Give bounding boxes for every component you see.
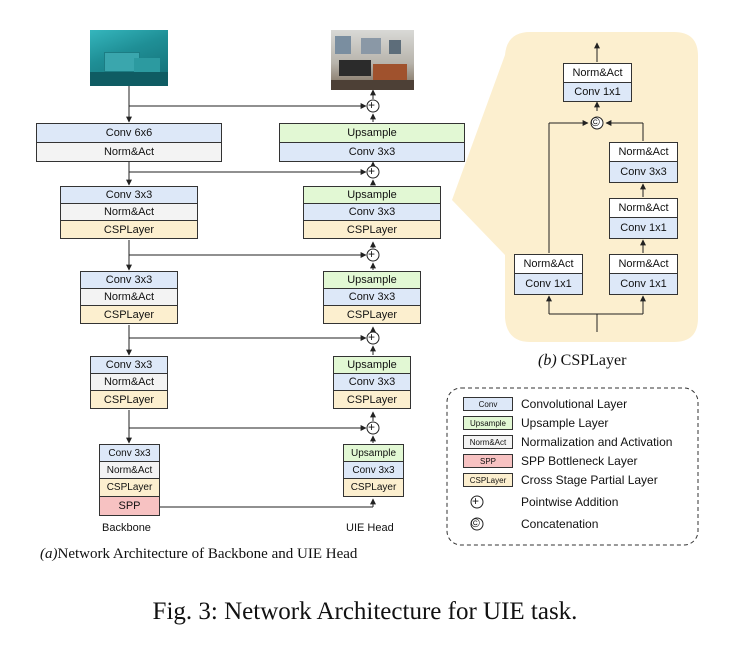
backbone-conv3x3: Conv 3x3 [90, 356, 168, 374]
plus-symbol: + [368, 420, 376, 434]
head-csplayer: CSPLayer [323, 305, 421, 324]
head-upsample: Upsample [279, 123, 465, 143]
plus-symbol: + [368, 164, 376, 178]
uie-head-label: UIE Head [346, 522, 394, 534]
caption-a-text: Network Architecture of Backbone and UIE… [57, 546, 358, 562]
legend-box [446, 387, 699, 546]
concat-symbol: © [591, 115, 600, 129]
csp-top-norm-act: Norm&Act [563, 63, 632, 83]
backbone-norm-act: Norm&Act [99, 461, 160, 479]
legend-text-addition: Pointwise Addition [521, 495, 619, 509]
backbone-conv3x3: Conv 3x3 [60, 186, 198, 204]
backbone-csplayer: CSPLayer [80, 305, 178, 324]
legend-text-concat: Concatenation [521, 517, 599, 531]
csp-top-conv1x1: Conv 1x1 [563, 82, 632, 102]
csp-right-norm-act: Norm&Act [609, 198, 678, 218]
csp-left-conv1x1: Conv 1x1 [514, 273, 583, 295]
caption-b: (b) CSPLayer [538, 352, 626, 370]
caption-b-text: CSPLayer [556, 352, 627, 369]
head-conv3x3: Conv 3x3 [303, 203, 441, 221]
backbone-norm-act: Norm&Act [36, 142, 222, 162]
head-upsample: Upsample [333, 356, 411, 374]
head-csplayer: CSPLayer [333, 390, 411, 409]
figure-caption: Fig. 3: Network Architecture for UIE tas… [152, 598, 578, 625]
backbone-norm-act: Norm&Act [80, 288, 178, 306]
legend-plus-symbol: + [472, 494, 480, 508]
head-conv3x3: Conv 3x3 [343, 461, 404, 479]
plus-symbol: + [368, 247, 376, 261]
csp-right-norm-act: Norm&Act [609, 142, 678, 162]
head-upsample: Upsample [323, 271, 421, 289]
legend-chip-norm-act: Norm&Act [463, 435, 513, 449]
csp-right-conv3x3: Conv 3x3 [609, 161, 678, 183]
legend-chip-conv: Conv [463, 397, 513, 411]
input-underwater-image [90, 30, 168, 86]
caption-b-letter: (b) [538, 352, 557, 369]
legend-text-norm-act: Normalization and Activation [521, 435, 673, 449]
legend-chip-csplayer: CSPLayer [463, 473, 513, 487]
backbone-norm-act: Norm&Act [90, 373, 168, 391]
csp-right-norm-act: Norm&Act [609, 254, 678, 274]
caption-a: (a)Network Architecture of Backbone and … [40, 546, 357, 563]
backbone-label: Backbone [102, 522, 151, 534]
plus-symbol: + [368, 98, 376, 112]
legend-text-upsample: Upsample Layer [521, 416, 609, 430]
head-csplayer: CSPLayer [303, 220, 441, 239]
caption-a-letter: (a) [40, 546, 58, 562]
backbone-spp: SPP [99, 496, 160, 516]
legend-chip-upsample: Upsample [463, 416, 513, 430]
csp-left-norm-act: Norm&Act [514, 254, 583, 274]
head-conv3x3: Conv 3x3 [279, 142, 465, 162]
enhanced-output-image [331, 30, 414, 90]
head-upsample: Upsample [343, 444, 404, 462]
head-upsample: Upsample [303, 186, 441, 204]
csp-right-conv1x1: Conv 1x1 [609, 273, 678, 295]
legend-text-conv: Convolutional Layer [521, 397, 628, 411]
backbone-csplayer: CSPLayer [60, 220, 198, 239]
legend-text-spp: SPP Bottleneck Layer [521, 454, 638, 468]
head-csplayer: CSPLayer [343, 478, 404, 497]
legend-text-csplayer: Cross Stage Partial Layer [521, 473, 658, 487]
backbone-conv3x3: Conv 3x3 [99, 444, 160, 462]
legend-chip-spp: SPP [463, 454, 513, 468]
head-conv3x3: Conv 3x3 [323, 288, 421, 306]
head-conv3x3: Conv 3x3 [333, 373, 411, 391]
backbone-conv6x6: Conv 6x6 [36, 123, 222, 143]
legend-concat-symbol: © [471, 516, 480, 530]
backbone-norm-act: Norm&Act [60, 203, 198, 221]
backbone-csplayer: CSPLayer [99, 478, 160, 497]
plus-symbol: + [368, 330, 376, 344]
backbone-conv3x3: Conv 3x3 [80, 271, 178, 289]
backbone-csplayer: CSPLayer [90, 390, 168, 409]
csp-right-conv1x1: Conv 1x1 [609, 217, 678, 239]
